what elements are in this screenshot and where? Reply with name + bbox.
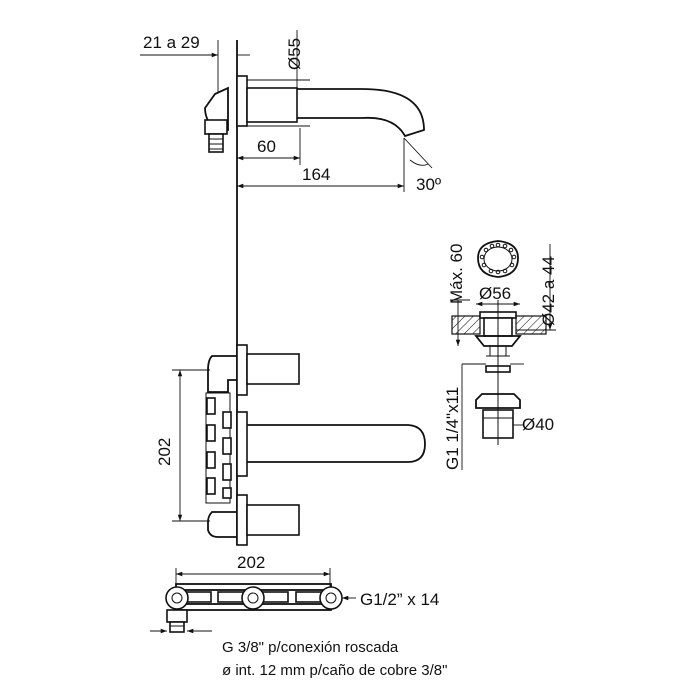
- dim-56: Ø56: [479, 284, 511, 303]
- countertop-right: [515, 315, 547, 335]
- front-view: 202: [155, 344, 426, 546]
- plan-view: 202 G1/2” x 14: [150, 553, 439, 634]
- valve-nut: [204, 119, 228, 135]
- dim-21-29: 21 a 29: [143, 33, 200, 52]
- dim-30-degrees: 30º: [416, 175, 441, 194]
- dim-60: 60: [257, 137, 276, 156]
- drain-nut: [475, 393, 521, 409]
- note-line-2: ø int. 12 mm p/caño de cobre 3/8": [222, 662, 447, 679]
- front-spout: [247, 424, 426, 463]
- connection-notes: G 3/8" p/conexión roscada ø int. 12 mm p…: [222, 639, 447, 679]
- drain-detail: Máx. 60 Ø56 Ø42 a 44 G1 1/4"x11 Ø40: [443, 240, 558, 470]
- front-handle-top: [246, 353, 300, 385]
- front-handle-bottom: [246, 504, 300, 536]
- front-flange-middle: [236, 411, 248, 477]
- valve-body-top: [207, 355, 237, 393]
- dim-202-vertical: 202: [155, 438, 174, 466]
- dim-g1-1-4: G1 1/4"x11: [443, 387, 462, 470]
- dim-164: 164: [302, 165, 330, 184]
- dim-g1-2: G1/2” x 14: [360, 590, 439, 609]
- plan-port-left: [165, 586, 189, 610]
- dim-202-horizontal: 202: [237, 553, 265, 572]
- plan-port-right: [319, 586, 343, 610]
- dim-42-44: Ø42 a 44: [539, 256, 558, 326]
- side-view: 21 a 29 Ø55 60 164 30º: [140, 30, 441, 545]
- side-flange: [236, 75, 248, 127]
- drain-cap-top: [477, 240, 519, 278]
- front-flange-bottom: [236, 494, 248, 546]
- front-flange-top: [236, 344, 248, 396]
- side-spout: [297, 88, 425, 138]
- valve-body-bottom: [207, 511, 237, 538]
- plan-connector: [166, 609, 188, 623]
- plan-port-center: [241, 586, 265, 610]
- note-line-1: G 3/8" p/conexión roscada: [222, 639, 399, 656]
- dim-max-60: Máx. 60: [447, 244, 466, 304]
- dim-55: Ø55: [285, 38, 304, 70]
- drain-cap-beads: [479, 242, 517, 275]
- side-handle-body: [246, 87, 298, 123]
- dim-40: Ø40: [522, 415, 554, 434]
- countertop-left: [451, 315, 481, 335]
